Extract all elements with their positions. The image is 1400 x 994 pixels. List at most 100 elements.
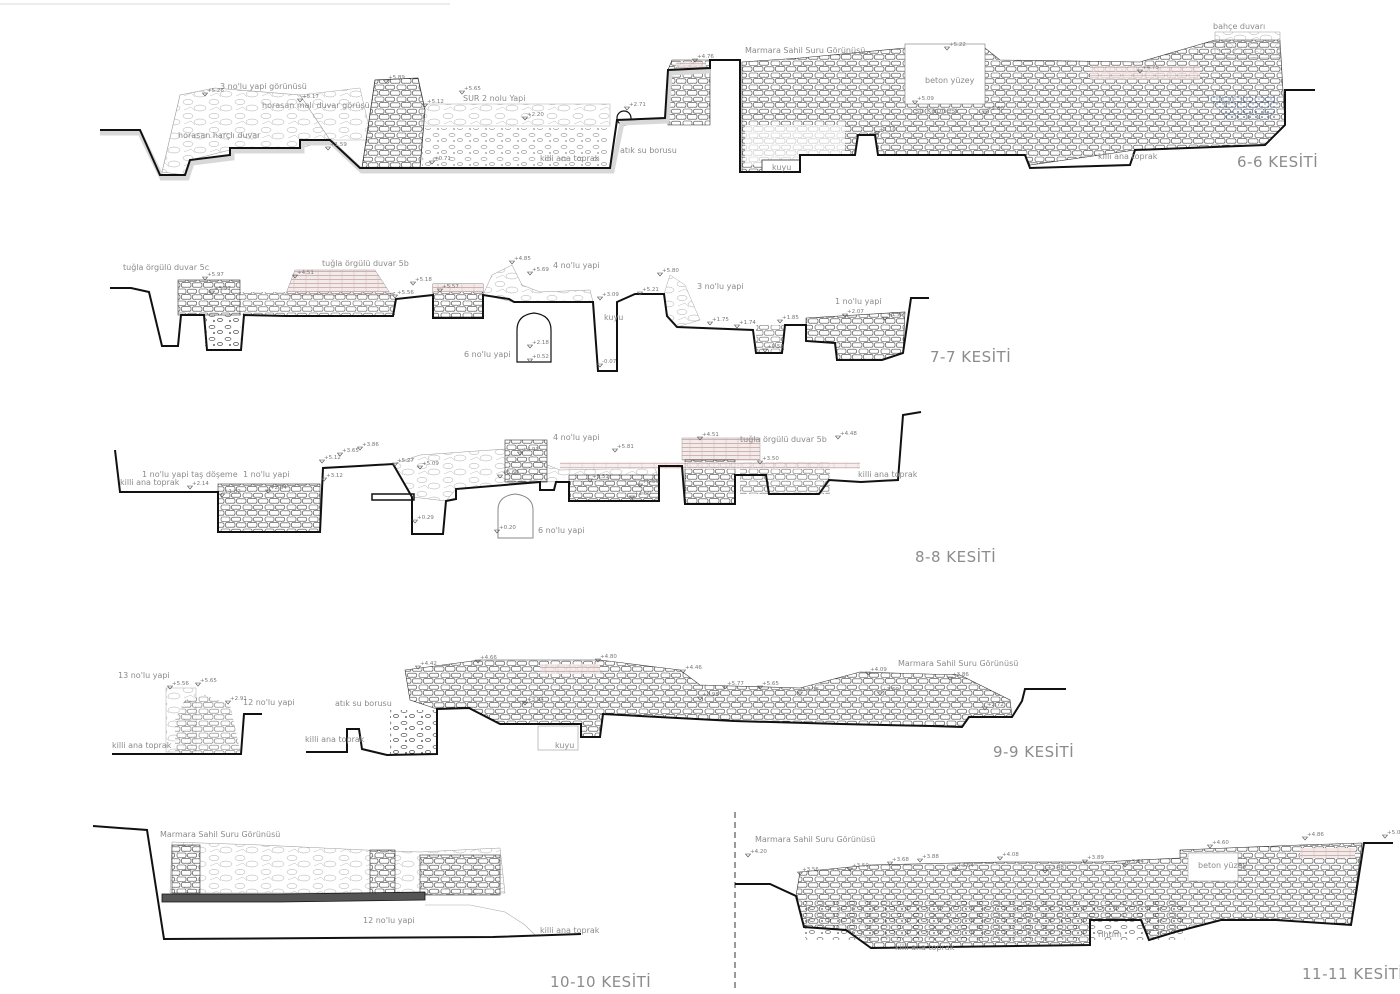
section-title: 8-8 KESİTİ [915, 547, 996, 566]
elevation-marker: +4.20 [744, 849, 767, 858]
elevation-marker: +5.51 [586, 474, 609, 483]
elevation-marker: +3.89 [1081, 855, 1104, 864]
elevation-value: +3.84 [1127, 859, 1144, 865]
elevation-value: +0.71 [434, 156, 451, 162]
elevation-triangle-icon [886, 861, 894, 866]
annotation-label: tuğla örgülü duvar 5c [123, 263, 209, 272]
masonry-tower [361, 77, 426, 169]
elevation-marker: +1.99 [881, 312, 904, 321]
section-6-6 [100, 31, 1315, 181]
annotation-label: tuğla örgülü duvar 5b [322, 259, 409, 268]
elevation-marker: +1.59 [324, 142, 347, 151]
elevation-marker: +5.56 [166, 681, 189, 690]
elevation-triangle-icon [474, 659, 482, 664]
elevation-triangle-icon [911, 100, 919, 105]
elevation-marker: +3.98 [796, 687, 819, 696]
elevation-triangle-icon [981, 706, 989, 711]
elevation-value: +5.65 [200, 678, 217, 684]
elevation-value: +5.27 [397, 458, 414, 464]
slab [161, 891, 426, 903]
elevation-triangle-icon [623, 106, 631, 111]
section-9-9 [112, 659, 1066, 757]
elevation-triangle-icon [508, 260, 516, 265]
elevation-marker: +3.68 [886, 857, 909, 866]
elevation-value: +3.86 [952, 672, 969, 678]
annotation-label: 6 no'lu yapi [538, 526, 585, 535]
soil-line [425, 904, 536, 936]
elevation-value: +3.64 [957, 863, 974, 869]
well-box [537, 725, 579, 751]
elevation-marker: +3.50 [846, 863, 869, 872]
elevation-triangle-icon [596, 296, 604, 301]
elevation-value: +3.09 [602, 292, 619, 298]
elevation-marker: +5.18 [409, 277, 432, 286]
elevation-value: +4.51 [702, 432, 719, 438]
elevation-triangle-icon [946, 676, 954, 681]
elevation-marker: +5.77 [721, 681, 744, 690]
section-8-8 [114, 411, 922, 539]
annotation-label: SUR 2 nolu Yapi [463, 94, 525, 103]
elevation-triangle-icon [981, 110, 989, 115]
elevation-marker: +2.04 [264, 485, 287, 494]
annotation-label: 13 no'lu yapi [118, 671, 170, 680]
elevation-value: +5.26 [207, 88, 224, 94]
elevation-triangle-icon [324, 146, 332, 151]
elevation-marker: -0.07 [596, 359, 617, 368]
elevation-marker: +4.85 [508, 256, 531, 265]
elevation-marker: +3.12 [320, 473, 343, 482]
elevation-marker: +4.46 [679, 665, 702, 674]
elevation-marker: +5.65 [458, 86, 481, 95]
elevation-value: +5.22 [949, 42, 966, 48]
concrete-surface [904, 43, 986, 105]
elevation-marker: +3.86 [356, 442, 379, 451]
elevation-triangle-icon [943, 46, 951, 51]
ground-profile-11-11 [735, 842, 1393, 950]
elevation-triangle-icon [166, 685, 174, 690]
elevation-triangle-icon [706, 321, 714, 326]
elevation-value: +0.52 [532, 354, 549, 360]
garden-wall [1214, 31, 1281, 59]
elevation-triangle-icon [436, 288, 444, 293]
elevation-triangle-icon [218, 493, 226, 498]
brick-band [560, 462, 860, 469]
elevation-triangle-icon [691, 58, 699, 63]
elevation-triangle-icon [208, 290, 216, 295]
annotation-label: killi ana toprak [540, 154, 600, 163]
elevation-triangle-icon [409, 281, 417, 286]
elevation-marker: +0.29 [411, 515, 434, 524]
annotation-label: killi ana toprak [895, 943, 955, 952]
masonry [756, 325, 784, 352]
annotation-label: atık su borusu [335, 699, 392, 708]
elevation-triangle-icon [834, 435, 842, 440]
section-7-7 [110, 264, 929, 372]
elevation-value: +5.77 [727, 681, 744, 687]
annotation-label: bahçe duvarı [1213, 22, 1265, 31]
elevation-marker: +4.51 [291, 270, 314, 279]
elevation-triangle-icon [721, 685, 729, 690]
elevation-triangle-icon [756, 685, 764, 690]
elevation-value: +5.09 [917, 96, 934, 102]
elevation-marker: +1.10 [873, 127, 896, 136]
elevation-marker: +4.08 [996, 852, 1019, 861]
elevation-value: +1.59 [330, 142, 347, 148]
elevation-triangle-icon [336, 452, 344, 457]
elevation-triangle-icon [356, 446, 364, 451]
elevation-value: +5.97 [207, 272, 224, 278]
elevation-marker: +3.88 [916, 854, 939, 863]
elevation-marker: +4.09 [864, 667, 887, 676]
rubble-pit [205, 315, 241, 348]
elevation-marker: +2.91 [224, 696, 247, 705]
elevation-value: +0.29 [417, 515, 434, 521]
elevation-marker: +3.98 [696, 692, 719, 701]
elevation-triangle-icon [596, 363, 604, 368]
annotation-label: horasan malı duvar görüşü [262, 101, 370, 110]
annotation-label: 4 no'lu yapi [553, 433, 600, 442]
elevation-marker: +5.56 [391, 290, 414, 299]
elevation-triangle-icon [656, 272, 664, 277]
elevation-value: +2.72 [987, 702, 1004, 708]
elevation-value: +4.48 [840, 431, 857, 437]
elevation-value: +2.07 [847, 309, 864, 315]
brick-band [1090, 66, 1200, 80]
elevation-value: +1.99 [887, 312, 904, 318]
